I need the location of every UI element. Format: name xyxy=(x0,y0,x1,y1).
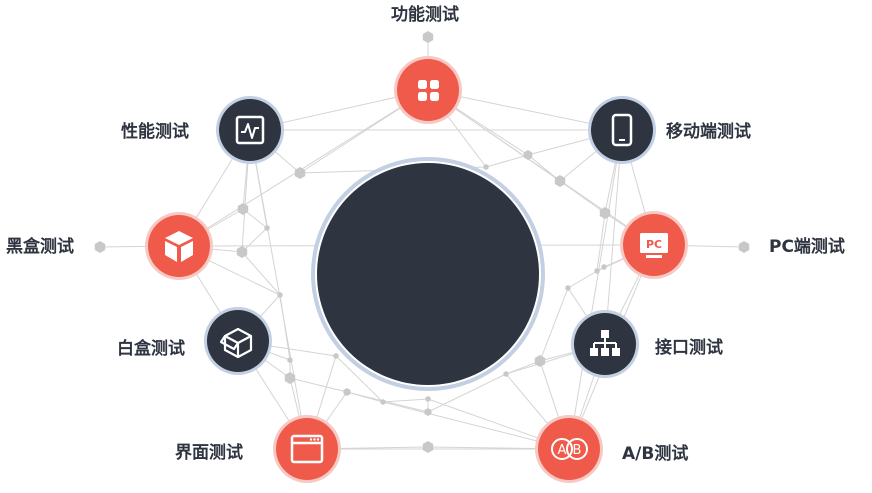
connection-line xyxy=(178,89,429,247)
center-hub-disc xyxy=(317,163,539,385)
hexagon-dot xyxy=(94,241,106,253)
node-disc xyxy=(397,59,459,121)
hexagon-dot xyxy=(534,355,546,367)
hexagon-dot xyxy=(738,241,750,253)
connection-line xyxy=(604,129,623,345)
connection-line xyxy=(335,355,384,403)
hexagon-dot xyxy=(523,150,533,160)
connection-line xyxy=(249,129,308,450)
connection-line xyxy=(485,154,529,168)
hexagon-dot xyxy=(287,357,293,363)
label-functional: 功能测试 xyxy=(391,5,459,25)
hexagon-dot xyxy=(503,371,509,377)
hexagon-dot xyxy=(333,353,339,359)
node-disc xyxy=(591,99,653,161)
label-blackbox: 黑盒测试 xyxy=(6,237,74,257)
pc-icon: PC xyxy=(640,233,668,258)
hexagon-dot xyxy=(264,225,270,231)
label-mobile: 移动端测试 xyxy=(666,122,751,142)
connection-line xyxy=(427,373,507,413)
connection-line xyxy=(289,377,348,393)
hexagon-dot xyxy=(284,372,296,384)
hexagon-dot xyxy=(236,246,248,258)
mobile-icon xyxy=(611,113,633,147)
node-ui xyxy=(273,415,341,483)
connection-line xyxy=(568,129,623,450)
node-disc xyxy=(207,310,269,372)
label-ab: A/B测试 xyxy=(622,444,689,464)
connection-line xyxy=(241,251,281,296)
network-icon xyxy=(590,330,620,356)
node-disc xyxy=(538,418,600,480)
hexagon-dot xyxy=(422,441,434,453)
node-performance xyxy=(216,96,284,164)
hexagon-dot xyxy=(294,167,306,179)
connection-line xyxy=(346,391,429,413)
node-whitebox xyxy=(204,307,272,375)
node-disc xyxy=(148,215,210,277)
node-disc xyxy=(276,418,338,480)
svg-text:A: A xyxy=(558,443,567,458)
connection-line xyxy=(279,294,291,361)
node-pc: PC xyxy=(620,211,688,279)
open-box-icon xyxy=(219,327,253,359)
label-whitebox: 白盒测试 xyxy=(117,339,185,359)
grid-icon xyxy=(418,80,439,101)
hexagon-dot xyxy=(424,408,432,416)
hexagon-dot xyxy=(237,203,249,215)
hexagon-dot xyxy=(554,175,566,187)
node-blackbox xyxy=(145,212,213,280)
connection-line xyxy=(527,154,561,182)
node-interface xyxy=(571,310,639,378)
hexagon-dot xyxy=(483,164,489,170)
hexagon-dot xyxy=(380,399,386,405)
label-performance: 性能测试 xyxy=(121,122,189,142)
label-interface: 接口测试 xyxy=(655,338,723,358)
hexagon-dot xyxy=(425,396,431,402)
hexagon-dot xyxy=(594,268,600,274)
label-ui: 界面测试 xyxy=(175,443,243,463)
hexagon-dot xyxy=(599,207,611,219)
connection-line xyxy=(539,287,569,362)
label-pc: PC端测试 xyxy=(769,237,845,257)
connection-line xyxy=(382,398,429,403)
hexagon-dot xyxy=(565,285,571,291)
cube-icon xyxy=(165,231,193,262)
connection-line xyxy=(241,227,268,253)
browser-window-icon xyxy=(290,434,324,464)
hexagon-dot xyxy=(343,388,351,396)
svg-text:PC: PC xyxy=(646,238,662,251)
center-hub xyxy=(311,157,545,391)
node-functional xyxy=(394,56,462,124)
hexagon-dot xyxy=(601,264,607,270)
hexagon-dot xyxy=(422,31,434,43)
pulse-chart-icon xyxy=(235,115,265,145)
connection-line xyxy=(505,360,541,375)
svg-text:B: B xyxy=(573,443,582,458)
connection-line xyxy=(596,212,606,272)
hexagon-dot xyxy=(277,292,283,298)
node-mobile xyxy=(588,96,656,164)
hexagon-dots xyxy=(94,31,750,453)
connection-line xyxy=(559,180,606,214)
